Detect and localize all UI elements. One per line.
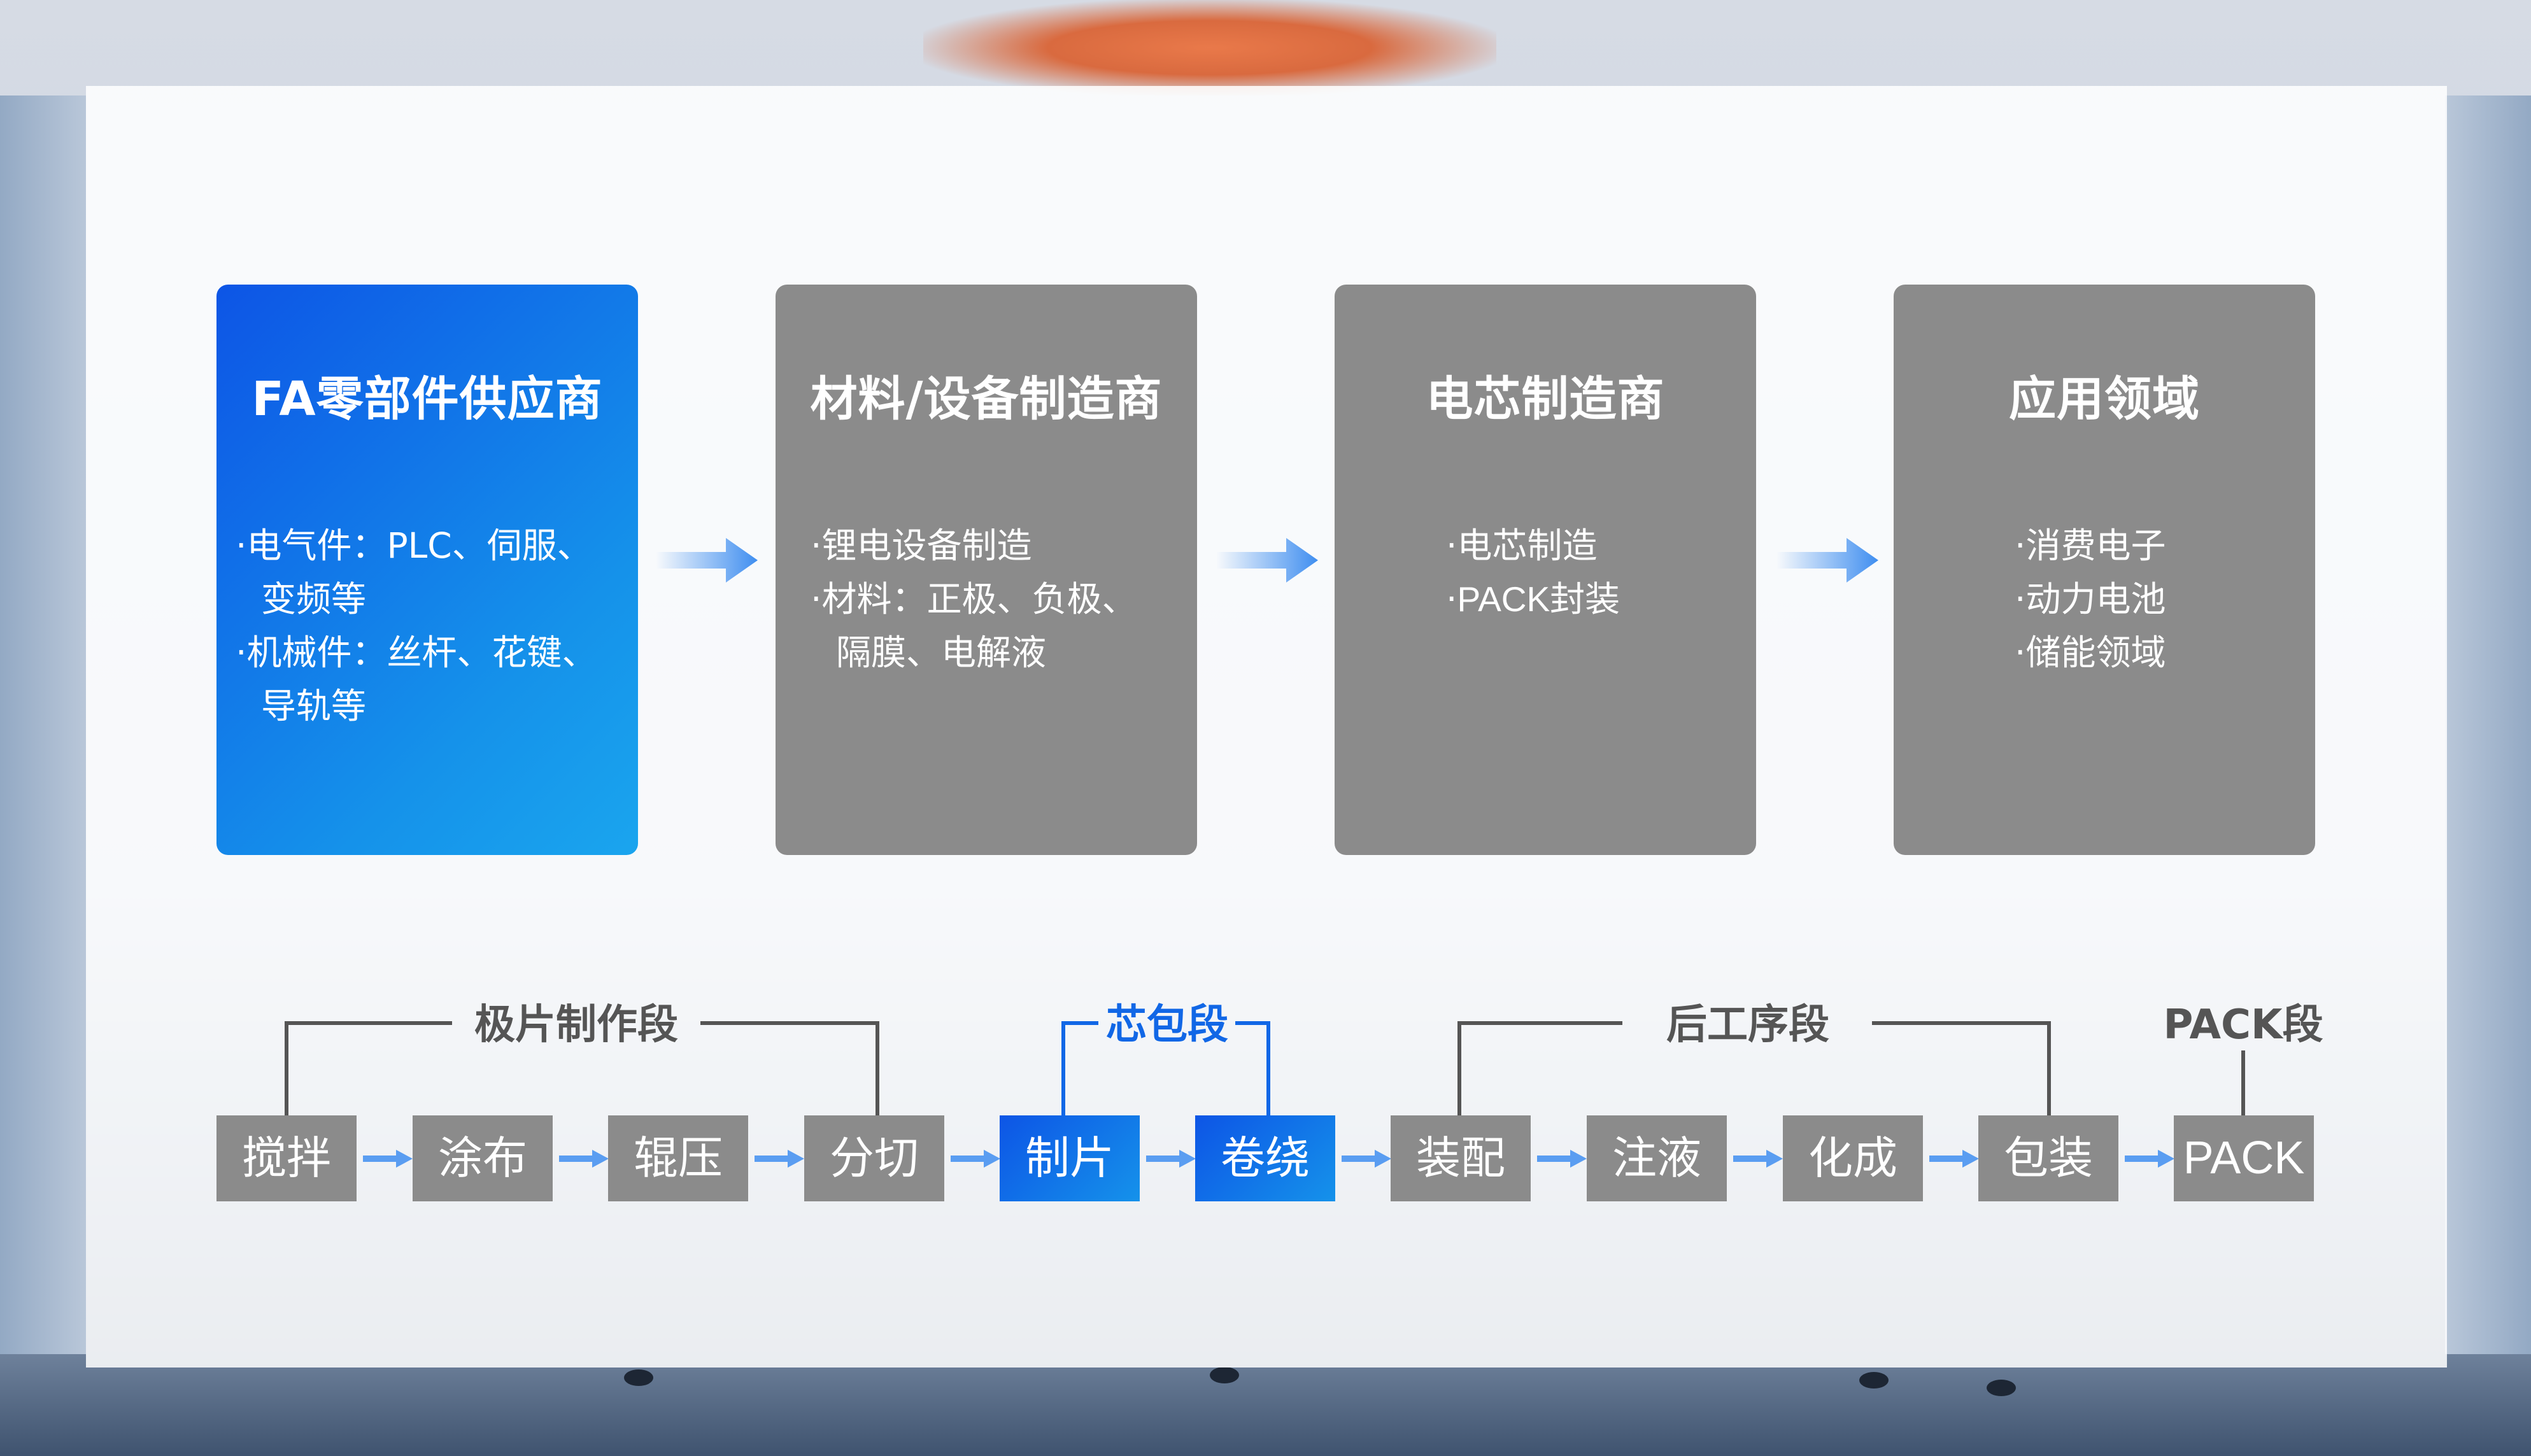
flow-box-item: ·电芯制造 — [1446, 525, 1598, 566]
process-step: 化成 — [1783, 1115, 1923, 1201]
background-bolt — [1210, 1367, 1239, 1383]
flow-box-title: 电芯制造商 — [1426, 372, 1665, 427]
bracket-line — [1872, 1021, 2051, 1115]
flow-box-application: 应用领域 ·消费电子 ·动力电池 ·储能领域 — [1894, 285, 2315, 855]
flow-item-text-cont: 隔膜、电解液 — [836, 632, 1047, 673]
step-arrow-icon — [1929, 1150, 1979, 1168]
flow-box-cell-manufacturer: 电芯制造商 ·电芯制造 ·PACK封装 — [1335, 285, 1756, 855]
flow-box-list: ·锂电设备制造 ·材料：正极、负极、隔膜、电解液 — [811, 519, 1137, 679]
step-arrow-icon — [755, 1150, 804, 1168]
bracket-line — [1235, 1021, 1270, 1115]
step-arrow-icon — [1146, 1150, 1196, 1168]
stage-label-electrode: 极片制作段 — [474, 1001, 678, 1049]
background-left-edge — [0, 95, 86, 1369]
bracket-line — [700, 1021, 879, 1115]
background-right-edge — [2445, 95, 2531, 1369]
flow-arrow-icon — [656, 538, 758, 583]
flow-arrow-icon — [1776, 538, 1878, 583]
process-step: 卷绕 — [1195, 1115, 1335, 1201]
flow-item-text: 锂电设备制造 — [821, 525, 1032, 566]
bracket-line — [1061, 1021, 1098, 1115]
flow-item-text: PACK封装 — [1457, 579, 1620, 619]
process-step: 制片 — [1000, 1115, 1140, 1201]
flow-item-text: 电气件：PLC、伺服、 — [246, 525, 592, 566]
background-bolt — [1987, 1380, 2016, 1396]
flow-box-item: ·材料：正极、负极、隔膜、电解液 — [811, 572, 1137, 679]
flow-box-item: ·消费电子 — [2015, 525, 2166, 566]
process-step: 包装 — [1978, 1115, 2118, 1201]
step-arrow-icon — [559, 1150, 609, 1168]
step-arrow-icon — [951, 1150, 1000, 1168]
flow-box-list: ·电气件：PLC、伺服、变频等 ·机械件：丝杆、花键、导轨等 — [236, 519, 597, 733]
flow-box-item: ·锂电设备制造 — [811, 525, 1032, 566]
process-step: PACK — [2174, 1115, 2314, 1201]
process-step: 辊压 — [608, 1115, 748, 1201]
process-step: 装配 — [1391, 1115, 1531, 1201]
flow-box-title: 材料/设备制造商 — [810, 372, 1163, 427]
process-step: 注液 — [1587, 1115, 1727, 1201]
flow-box-item: ·动力电池 — [2015, 579, 2166, 619]
stage-label-core: 芯包段 — [1106, 1001, 1228, 1049]
bracket-line — [285, 1021, 452, 1115]
flow-box-list: ·消费电子 ·动力电池 ·储能领域 — [2015, 519, 2166, 679]
stage-label-pack: PACK段 — [2163, 1001, 2323, 1049]
flow-item-text-cont: 变频等 — [261, 579, 367, 619]
process-step: 分切 — [804, 1115, 944, 1201]
flow-item-text: 消费电子 — [2025, 525, 2166, 566]
stage-label-post: 后工序段 — [1666, 1001, 1829, 1049]
flow-item-text: 电芯制造 — [1457, 525, 1598, 566]
step-arrow-icon — [1342, 1150, 1391, 1168]
background-bolt — [1859, 1372, 1889, 1389]
background-warm-glow — [923, 0, 1496, 95]
background-bottom-edge — [0, 1354, 2531, 1456]
flow-box-item: ·储能领域 — [2015, 632, 2166, 673]
flow-item-text: 材料：正极、负极、 — [821, 579, 1137, 619]
flow-box-material-equipment: 材料/设备制造商 ·锂电设备制造 ·材料：正极、负极、隔膜、电解液 — [776, 285, 1197, 855]
step-arrow-icon — [2125, 1150, 2174, 1168]
flow-item-text-cont: 导轨等 — [261, 686, 367, 726]
flow-arrow-icon — [1216, 538, 1318, 583]
flow-item-text: 机械件：丝杆、花键、 — [246, 632, 597, 673]
flow-item-text: 储能领域 — [2025, 632, 2166, 673]
step-arrow-icon — [363, 1150, 413, 1168]
background-bolt — [624, 1369, 653, 1386]
flow-box-item: ·PACK封装 — [1446, 579, 1620, 619]
flow-box-title: 应用领域 — [2009, 372, 2200, 427]
flow-item-text: 动力电池 — [2025, 579, 2166, 619]
flow-box-list: ·电芯制造 ·PACK封装 — [1446, 519, 1620, 626]
step-arrow-icon — [1537, 1150, 1587, 1168]
flow-box-item: ·机械件：丝杆、花键、导轨等 — [236, 626, 597, 733]
bracket-line — [1457, 1021, 1622, 1115]
flow-box-title: FA零部件供应商 — [252, 372, 603, 427]
process-step: 搅拌 — [216, 1115, 357, 1201]
step-arrow-icon — [1733, 1150, 1783, 1168]
flow-box-fa-supplier: FA零部件供应商 ·电气件：PLC、伺服、变频等 ·机械件：丝杆、花键、导轨等 — [216, 285, 638, 855]
flow-box-item: ·电气件：PLC、伺服、变频等 — [236, 519, 597, 626]
process-step: 涂布 — [413, 1115, 553, 1201]
